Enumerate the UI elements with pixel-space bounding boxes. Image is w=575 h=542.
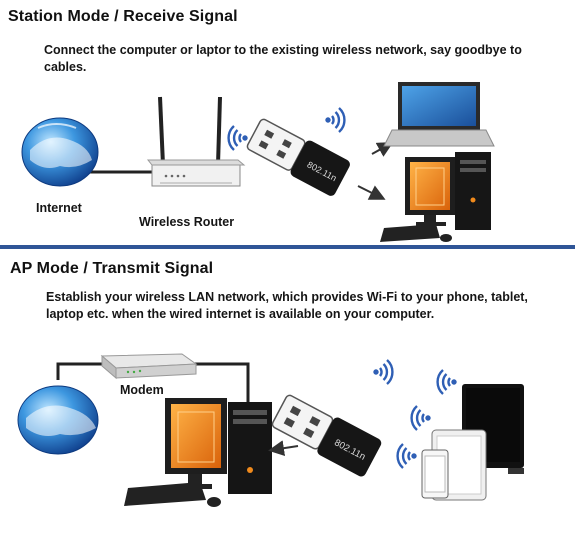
station-mode-description: Connect the computer or laptor to the ex… xyxy=(44,43,522,74)
globe-icon xyxy=(17,385,99,455)
keyboard-icon xyxy=(380,224,440,242)
laptop-icon xyxy=(383,82,495,147)
phone-icon xyxy=(421,449,449,499)
modem-label: Modem xyxy=(120,383,164,397)
globe-icon xyxy=(21,117,99,187)
ap-mode-title: AP Mode / Transmit Signal xyxy=(10,260,214,277)
station-mode-title: Station Mode / Receive Signal xyxy=(8,8,238,25)
wifi-icon xyxy=(324,106,346,134)
usb-wifi-dongle-icon: 802.11n xyxy=(271,394,382,477)
usb-wifi-dongle-icon: 802.11n xyxy=(246,118,350,196)
router-icon xyxy=(146,96,246,187)
wifi-icon xyxy=(396,442,418,470)
wifi-icon xyxy=(227,124,249,152)
wifi-icon xyxy=(372,358,394,386)
wifi-icon xyxy=(410,404,432,432)
internet-label: Internet xyxy=(36,201,82,215)
arrow-icon xyxy=(268,440,299,457)
mouse-icon xyxy=(440,234,452,242)
keyboard-icon xyxy=(124,482,206,506)
router-label: Wireless Router xyxy=(139,215,235,229)
desktop-pc-icon xyxy=(165,398,272,494)
ap-mode-description: Establish your wireless LAN network, whi… xyxy=(46,290,528,321)
wifi-icon xyxy=(436,368,458,396)
ethernet-cable xyxy=(195,362,250,412)
section-divider xyxy=(0,245,575,249)
desktop-pc-icon xyxy=(405,152,491,230)
modem-icon xyxy=(100,353,198,380)
arrow-icon xyxy=(357,185,386,200)
mouse-icon xyxy=(207,497,221,507)
ethernet-cable xyxy=(56,362,110,380)
